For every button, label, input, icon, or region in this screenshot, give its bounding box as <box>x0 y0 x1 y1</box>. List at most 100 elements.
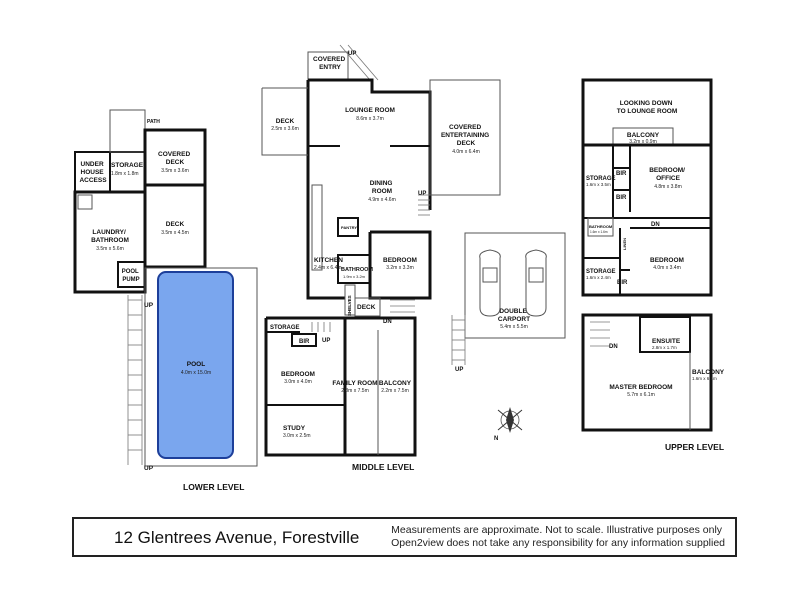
study-dim: 3.0m x 2.5m <box>283 433 311 439</box>
up-dining-label: UP <box>418 191 426 197</box>
bathroom-upper-label: BATHROOM <box>589 224 613 229</box>
bedroom-middle2-label: BEDROOM <box>281 371 315 378</box>
footer-caption-box: 12 Glentrees Avenue, Forestville Measure… <box>72 517 737 557</box>
balcony-master-dim: 1.6m x 6.1m <box>692 376 717 381</box>
svg-text:DINING ROOM: DINING ROOM <box>370 180 395 195</box>
kitchen-dim: 2.4m x 6.4m <box>314 265 342 271</box>
deck-middle-label: DECK <box>276 118 295 125</box>
dn-upper-label: DN <box>651 222 660 228</box>
disclaimer: Measurements are approximate. Not to sca… <box>391 524 725 550</box>
middle-level-title: MIDDLE LEVEL <box>352 462 414 472</box>
entertaining-label-1: COVERED <box>449 124 481 131</box>
up-lower-1: UP <box>144 302 154 309</box>
upper-level-title: UPPER LEVEL <box>665 442 724 452</box>
deck-middle-dim: 2.5m x 3.6m <box>271 126 299 132</box>
pantry-label: PANTRY <box>341 225 357 230</box>
carport-dim: 5.4m x 5.5m <box>500 324 528 330</box>
bedroom-office-label-2: OFFICE <box>656 175 680 182</box>
linen-label: LINEN <box>622 238 627 250</box>
svg-text:LAUNDRY/ BATHROOM: LAUNDRY/ BATHROOM <box>91 229 129 244</box>
bathroom-middle-dim: 1.9m x 3.2m <box>343 274 366 279</box>
family-label: FAMILY ROOM <box>332 380 377 387</box>
balcony-master-label: BALCONY <box>692 369 725 376</box>
bir-upper1-label: BIR <box>616 171 627 177</box>
svg-text:POOL PUMP: POOL PUMP <box>122 269 141 283</box>
carport-label-2: CARPORT <box>498 316 530 323</box>
storage-middle-label: STORAGE <box>270 325 300 331</box>
storage-upper2-dim: 1.6m x 2.4m <box>586 275 611 280</box>
up-middle-label: UP <box>322 338 330 344</box>
bathroom-upper-dim: 1.6m x 1.6m <box>590 230 608 234</box>
bedroom-office-label-1: BEDROOM/ <box>649 167 685 174</box>
pool-water <box>157 271 234 459</box>
laundry-dim: 3.5m x 5.6m <box>96 246 124 252</box>
property-address: 12 Glentrees Avenue, Forestville <box>114 528 360 547</box>
compass-icon <box>497 407 523 433</box>
deck-lower-dim: 3.5m x 4.5m <box>161 230 189 236</box>
ensuite-dim: 2.8m x 1.7m <box>652 345 677 350</box>
dn-master-label: DN <box>609 344 618 350</box>
svg-text:COVERED ENTERTAINING D: COVERED ENTERTAINING DECK <box>441 124 491 147</box>
balcony-upper-dim: 3.2m x 0.9m <box>629 139 657 145</box>
up-entry-label: UP <box>348 51 356 57</box>
bir-upper3-label: BIR <box>617 280 628 286</box>
storage-upper1-dim: 1.6m x 3.5m <box>586 182 611 187</box>
car-right-icon <box>525 249 547 317</box>
lounge-dim: 8.6m x 3.7m <box>356 116 384 122</box>
svg-text:UNDER HOUSE ACCESS: UNDER HOUSE ACCESS <box>79 161 107 184</box>
kitchen-label: KITCHEN <box>314 257 343 264</box>
disclaimer-line-2: Open2view does not take any responsibili… <box>391 537 725 549</box>
dining-label-2: ROOM <box>372 188 392 195</box>
pool-dim: 4.0m x 15.0m <box>181 370 211 376</box>
covered-deck-label-2: DECK <box>166 159 185 166</box>
carport-plan <box>451 232 566 365</box>
master-label: MASTER BEDROOM <box>609 384 672 391</box>
entertaining-dim: 4.0m x 6.4m <box>452 149 480 155</box>
looking-down-label-1: LOOKING DOWN <box>620 100 673 107</box>
family-dim: 2.8m x 7.5m <box>341 388 369 394</box>
bedroom-upper-label: BEDROOM <box>650 257 684 264</box>
balcony-middle-label: BALCONY <box>379 380 412 387</box>
pool-pump-label-1: POOL <box>122 269 139 275</box>
dining-dim: 4.9m x 4.6m <box>368 197 396 203</box>
storage-upper1-label: STORAGE <box>586 176 616 182</box>
compass-north: N <box>494 436 498 442</box>
study-label: STUDY <box>283 425 306 432</box>
entertaining-label-2: ENTERTAINING <box>441 132 489 139</box>
lounge-label: LOUNGE ROOM <box>345 107 395 114</box>
balcony-upper-label: BALCONY <box>627 132 660 139</box>
svg-text:PATH: PATH <box>147 119 160 125</box>
covered-entry-label-2: ENTRY <box>319 64 341 71</box>
upper-level-plan <box>581 78 713 432</box>
bir-upper2-label: BIR <box>616 195 627 201</box>
svg-text:LOOKING DOWN TO LOUNGE ROO: LOOKING DOWN TO LOUNGE ROOM <box>617 100 678 115</box>
master-dim: 5.7m x 6.1m <box>627 392 655 398</box>
dining-label-1: DINING <box>370 180 393 187</box>
laundry-label-2: BATHROOM <box>91 237 129 244</box>
deck-lower-label: DECK <box>166 221 185 228</box>
carport-label-1: DOUBLE <box>499 308 527 315</box>
bedroom-middle-label: BEDROOM <box>383 257 417 264</box>
pool-pump-label-2: PUMP <box>122 277 139 283</box>
lower-level-plan <box>73 109 258 467</box>
car-left-icon <box>479 249 501 317</box>
svg-text:DOUBLE CARPORT: DOUBLE CARPORT <box>498 308 530 323</box>
svg-text:COVERED DECK: COVERED DECK <box>158 151 192 166</box>
ensuite-label: ENSUITE <box>652 338 681 345</box>
covered-deck-label-1: COVERED <box>158 151 190 158</box>
deck-small-label: DECK <box>357 304 376 311</box>
storage-upper2-label: STORAGE <box>586 269 616 275</box>
svg-text:BEDROOM/ OFFICE: BEDROOM/ OFFICE <box>649 167 687 182</box>
bedroom-upper-dim: 4.0m x 3.4m <box>653 265 681 271</box>
storage-lower-label: STORAGE <box>111 162 144 169</box>
bedroom-middle2-dim: 3.0m x 4.0m <box>284 379 312 385</box>
bir-middle-label: BIR <box>299 339 310 345</box>
under-house-label-2: HOUSE <box>81 169 105 176</box>
laundry-label-1: LAUNDRY/ <box>92 229 126 236</box>
bathroom-middle-label: BATHROOM <box>341 267 373 273</box>
middle-level-plan <box>261 44 501 457</box>
under-house-label-1: UNDER <box>81 161 104 168</box>
looking-down-label-2: TO LOUNGE ROOM <box>617 108 678 115</box>
entertaining-label-3: DECK <box>457 140 476 147</box>
pool-label: POOL <box>187 361 205 368</box>
